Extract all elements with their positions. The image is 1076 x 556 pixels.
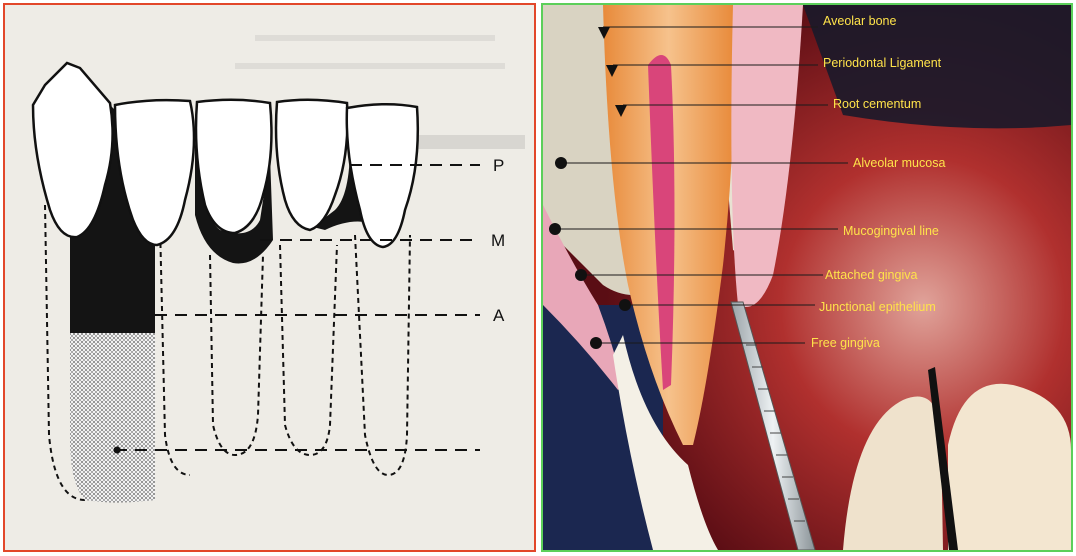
periodontium-illustration: Aveolar bone Periodontal Ligament Root c… bbox=[541, 3, 1073, 552]
photo-tooth-right bbox=[948, 384, 1071, 550]
pocket-stippled-area bbox=[70, 333, 155, 503]
periodontal-index-diagram: P M A bbox=[3, 3, 536, 552]
root-tooth-3 bbox=[210, 255, 263, 455]
dot-marker-3 bbox=[575, 269, 587, 281]
tooth-crown-5 bbox=[347, 104, 418, 247]
dot-marker-4 bbox=[619, 299, 631, 311]
root-tooth-2-mesial bbox=[160, 225, 190, 475]
label-alveolar-mucosa: Alveolar mucosa bbox=[853, 156, 945, 170]
label-attached-gingiva: Attached gingiva bbox=[825, 268, 917, 282]
root-tooth-5 bbox=[355, 235, 410, 475]
level-label-p: P bbox=[493, 156, 504, 175]
level-label-m: M bbox=[491, 231, 505, 250]
base-point bbox=[114, 447, 121, 454]
label-aveolar-bone: Aveolar bone bbox=[823, 14, 896, 28]
teeth-diagram-svg: P M A bbox=[5, 5, 534, 550]
label-root-cementum: Root cementum bbox=[833, 97, 921, 111]
tooth-crown-3 bbox=[196, 100, 271, 233]
label-junctional-epithelium: Junctional epithelium bbox=[819, 300, 936, 314]
label-free-gingiva: Free gingiva bbox=[811, 336, 880, 350]
dot-marker-5 bbox=[590, 337, 602, 349]
label-mucogingival-line: Mucogingival line bbox=[843, 224, 939, 238]
label-periodontal-ligament: Periodontal Ligament bbox=[823, 56, 942, 70]
periodontium-svg: Aveolar bone Periodontal Ligament Root c… bbox=[543, 5, 1071, 550]
level-label-a: A bbox=[493, 306, 505, 325]
dot-marker-1 bbox=[555, 157, 567, 169]
dot-marker-2 bbox=[549, 223, 561, 235]
root-tooth-4 bbox=[280, 245, 337, 455]
